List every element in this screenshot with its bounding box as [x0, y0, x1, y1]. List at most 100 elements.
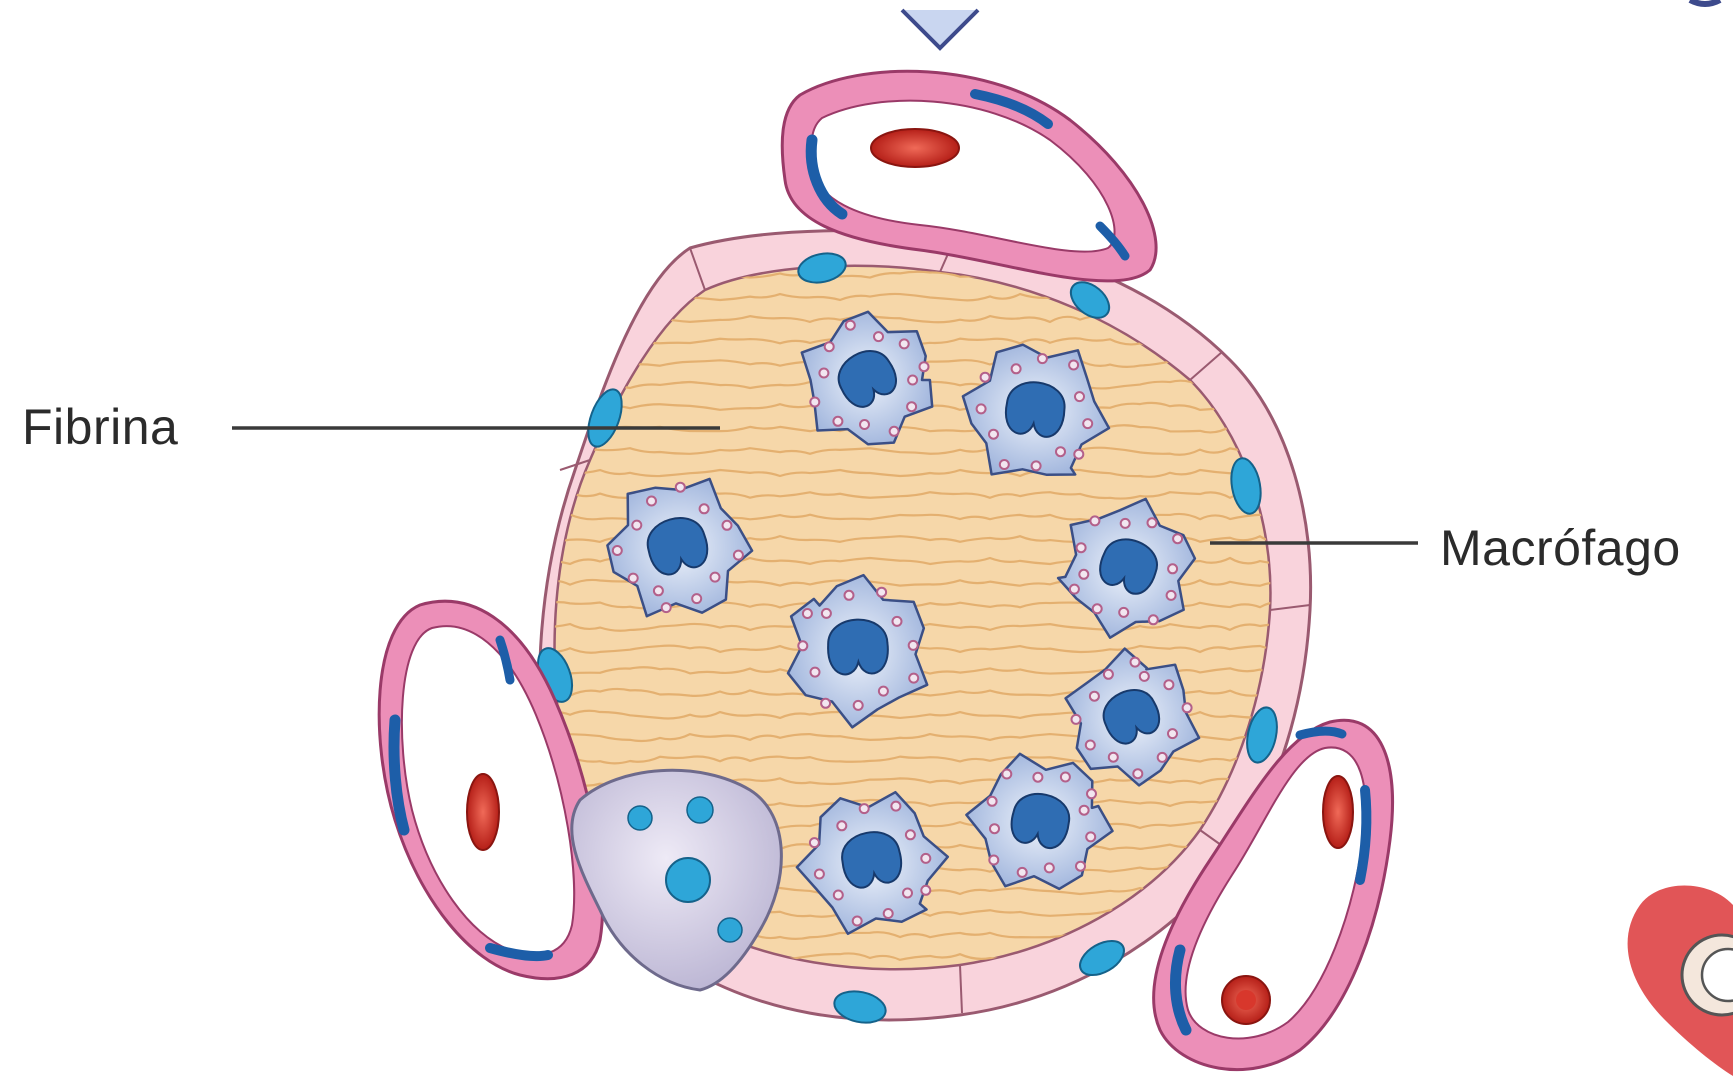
granule: [921, 886, 930, 895]
granule: [1002, 770, 1011, 779]
granule: [1074, 450, 1083, 459]
granule: [654, 586, 663, 595]
granule: [1033, 773, 1042, 782]
granule: [884, 909, 893, 918]
granule: [860, 420, 869, 429]
granule: [662, 603, 671, 612]
granule: [1167, 591, 1176, 600]
granule: [977, 404, 986, 413]
granule: [819, 369, 828, 378]
granule: [981, 373, 990, 382]
granule: [990, 824, 999, 833]
granule: [1018, 868, 1027, 877]
granule: [900, 339, 909, 348]
granule: [854, 701, 863, 710]
granule: [803, 609, 812, 618]
arrow-down-icon: [902, 10, 978, 48]
granule: [1087, 789, 1096, 798]
granule: [1148, 518, 1157, 527]
granule: [1086, 741, 1095, 750]
granule: [988, 797, 997, 806]
granule: [1072, 715, 1081, 724]
granule: [632, 521, 641, 530]
granule: [891, 802, 900, 811]
granule: [1133, 769, 1142, 778]
granule: [711, 573, 720, 582]
granule: [815, 870, 824, 879]
granule: [1038, 354, 1047, 363]
granule: [908, 376, 917, 385]
red-blood-cell: [467, 774, 499, 850]
granule: [692, 594, 701, 603]
granule: [647, 497, 656, 506]
granule: [1076, 862, 1085, 871]
granule: [1183, 703, 1192, 712]
granule: [1056, 447, 1065, 456]
granule: [1000, 460, 1009, 469]
granule: [811, 668, 820, 677]
granule: [1104, 670, 1113, 679]
granule: [989, 856, 998, 865]
granule: [1173, 534, 1182, 543]
granule: [853, 917, 862, 926]
granule: [822, 609, 831, 618]
granule: [676, 483, 685, 492]
granule: [700, 504, 709, 513]
granule: [629, 574, 638, 583]
granule: [877, 588, 886, 597]
macrofago-label: Macrófago: [1440, 519, 1681, 577]
granule: [909, 674, 918, 683]
granule: [833, 417, 842, 426]
granule: [1045, 863, 1054, 872]
heart-logo-icon: [1628, 885, 1733, 1076]
granule: [1109, 753, 1118, 762]
granule: [890, 427, 899, 436]
granule: [1090, 692, 1099, 701]
granule: [810, 838, 819, 847]
red-blood-cell: [1323, 776, 1353, 848]
granule: [1090, 516, 1099, 525]
red-blood-cell-center: [1236, 990, 1256, 1010]
granule: [1083, 419, 1092, 428]
granule: [1061, 773, 1070, 782]
granule: [846, 321, 855, 330]
granule: [879, 687, 888, 696]
granule: [1086, 832, 1095, 841]
granule: [1131, 658, 1140, 667]
granule: [1164, 680, 1173, 689]
granule: [903, 889, 912, 898]
granule: [1093, 604, 1102, 613]
granule: [613, 546, 622, 555]
granule: [1080, 806, 1089, 815]
granule: [1070, 585, 1079, 594]
granule: [734, 551, 743, 560]
granule: [1121, 519, 1130, 528]
granule: [874, 332, 883, 341]
granule: [837, 821, 846, 830]
granule: [920, 362, 929, 371]
granule: [810, 398, 819, 407]
granule: [798, 641, 807, 650]
granule: [1149, 615, 1158, 624]
granule: [1168, 564, 1177, 573]
granule: [845, 591, 854, 600]
granule: [723, 521, 732, 530]
granule: [1158, 753, 1167, 762]
granule: [1119, 608, 1128, 617]
granule: [860, 804, 869, 813]
granule: [1168, 729, 1177, 738]
red-blood-cell: [871, 129, 959, 167]
granule: [906, 830, 915, 839]
granule: [1012, 364, 1021, 373]
granule: [921, 854, 930, 863]
granule: [907, 402, 916, 411]
granule: [909, 641, 918, 650]
fibrina-label: Fibrina: [22, 398, 178, 456]
granule: [1032, 461, 1041, 470]
granule: [989, 430, 998, 439]
granule: [1140, 672, 1149, 681]
granule: [893, 617, 902, 626]
granule: [1079, 570, 1088, 579]
granule: [1077, 543, 1086, 552]
granule: [821, 699, 830, 708]
